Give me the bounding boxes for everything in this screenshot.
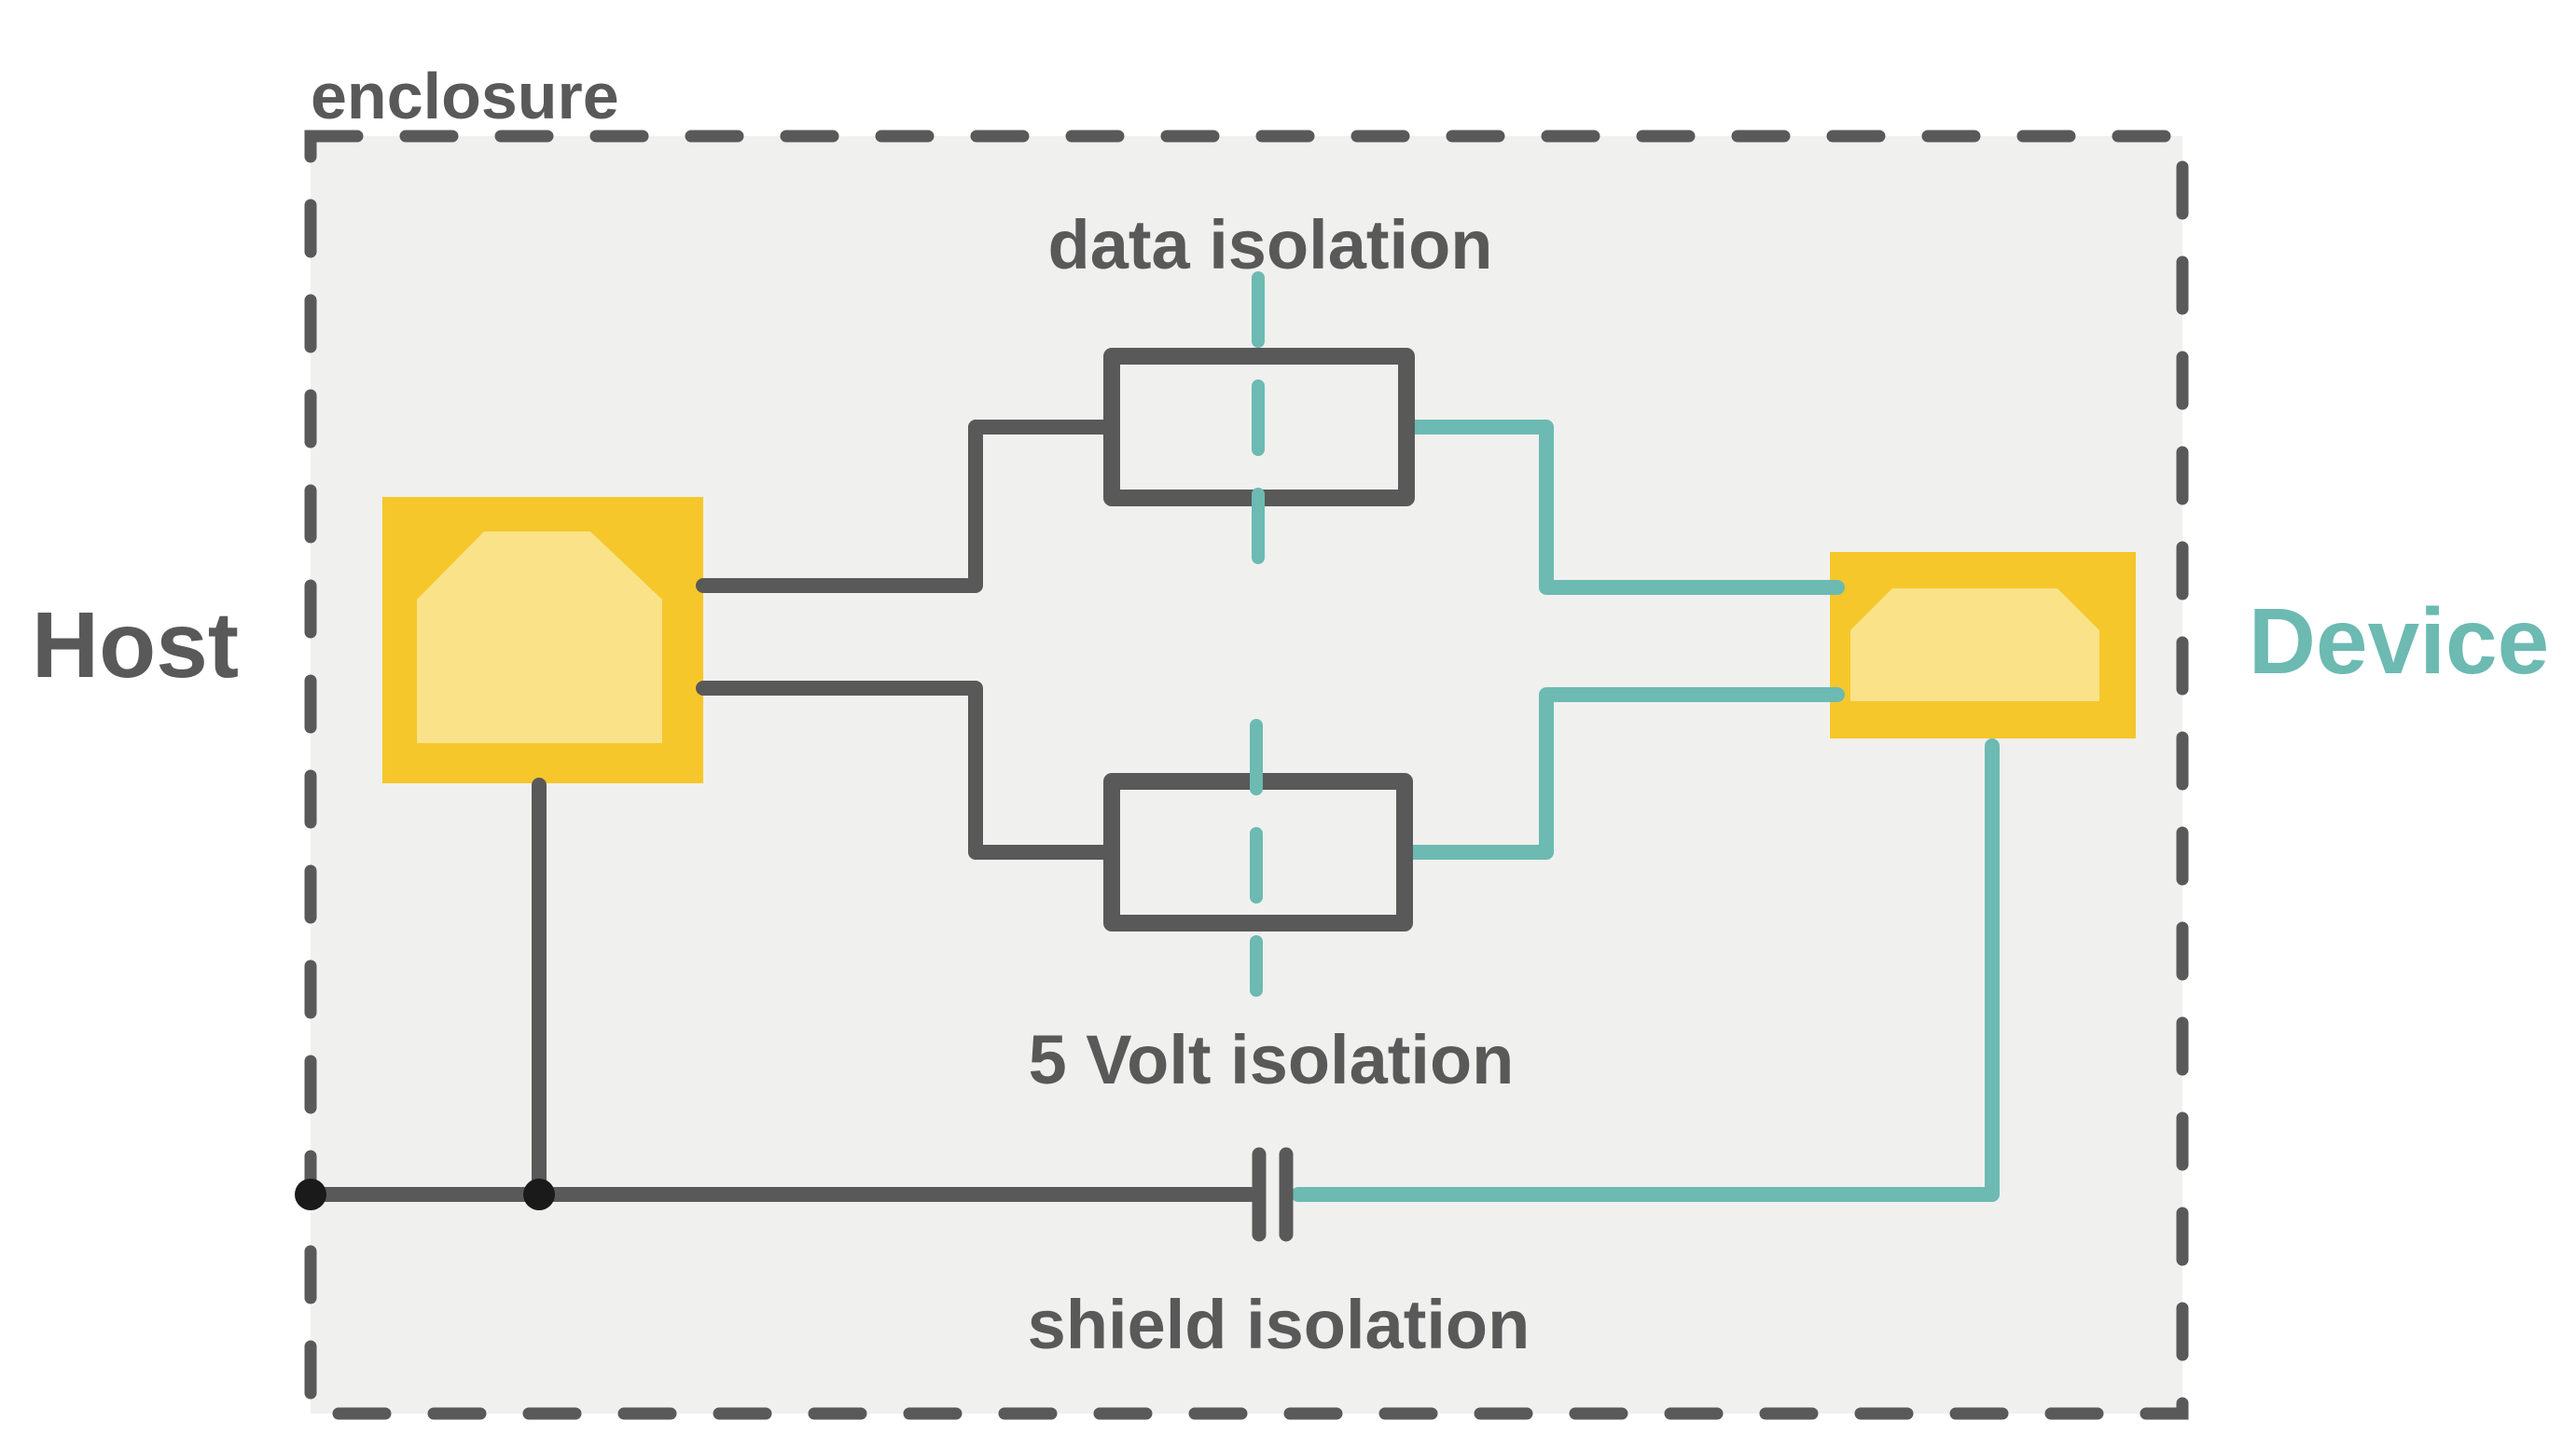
host-data-wire-top [696,420,1119,593]
enclosure-label: enclosure [311,60,619,132]
device-data-wire-bottom [1397,687,1845,860]
junction-dot-left [295,1179,326,1210]
device-label: Device [2249,589,2549,694]
data-isolation-label: data isolation [1048,206,1493,283]
host-label: Host [32,593,239,697]
device-connector-inner [1850,588,2099,701]
volt-isolation-label: 5 Volt isolation [1029,1021,1515,1098]
device-data-wire-top [1399,420,1845,595]
host-usb-connector-icon [382,497,703,783]
shield-wire-device-side [1291,738,2000,1202]
shield-isolation-label: shield isolation [1028,1286,1530,1363]
device-usb-connector-icon [1830,552,2136,738]
capacitor-icon [1252,1147,1294,1242]
junction-dot-center [523,1179,555,1210]
host-connector-inner [417,531,662,743]
host-data-wire-bottom [696,681,1119,860]
